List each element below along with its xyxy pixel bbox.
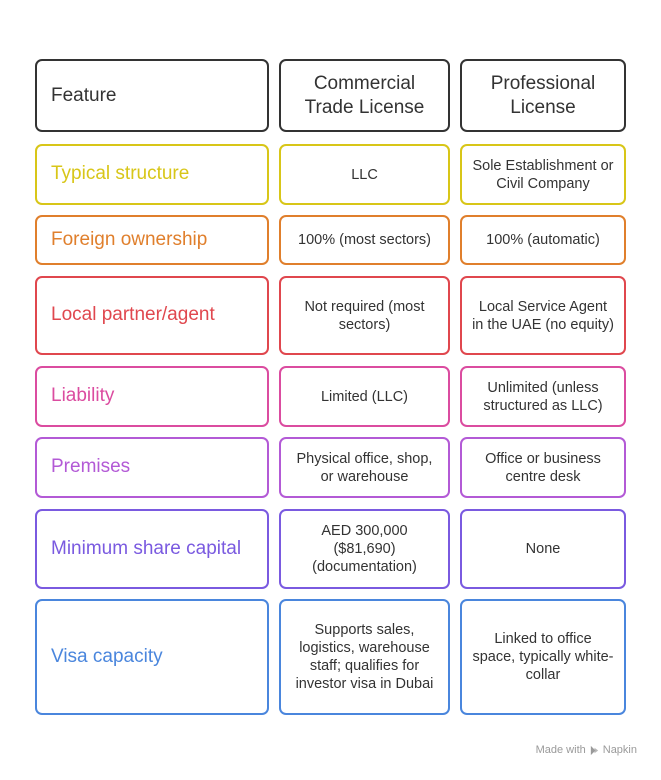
professional-value-cell: Linked to office space, typically white-… — [460, 599, 626, 715]
row-label: Minimum share capital — [51, 537, 242, 559]
commercial-value: LLC — [351, 166, 378, 183]
commercial-value-cell: Not required (most sectors) — [279, 276, 450, 355]
row-label-cell: Local partner/agent — [35, 276, 269, 355]
made-with-napkin-footer[interactable]: Made with Napkin — [536, 744, 637, 756]
commercial-value: Supports sales, logistics, warehouse sta… — [295, 622, 434, 692]
commercial-value-cell: Physical office, shop, or warehouse — [279, 437, 450, 498]
professional-value: Linked to office space, typically white-… — [472, 631, 614, 683]
commercial-value-cell: 100% (most sectors) — [279, 215, 450, 265]
header-commercial-cell: Commercial Trade License — [279, 59, 450, 132]
row-label: Visa capacity — [51, 645, 163, 667]
header-feature-cell: Feature — [35, 59, 269, 132]
header-professional-label: Professional License — [490, 72, 596, 118]
row-label-cell: Typical structure — [35, 144, 269, 205]
commercial-value: Limited (LLC) — [320, 388, 409, 405]
row-label: Foreign ownership — [51, 228, 208, 250]
professional-value-cell: Sole Establishment or Civil Company — [460, 144, 626, 205]
commercial-value-cell: AED 300,000 ($81,690) (documentation) — [279, 509, 450, 589]
napkin-logo-icon — [590, 745, 598, 755]
commercial-value-cell: Limited (LLC) — [279, 366, 450, 427]
row-label: Typical structure — [51, 163, 190, 185]
professional-value-cell: 100% (automatic) — [460, 215, 626, 265]
professional-value: Unlimited (unless structured as LLC) — [483, 379, 603, 414]
row-label-cell: Minimum share capital — [35, 509, 269, 589]
professional-value-cell: Office or business centre desk — [460, 437, 626, 498]
row-label-cell: Premises — [35, 437, 269, 498]
row-label-cell: Foreign ownership — [35, 215, 269, 265]
commercial-value-cell: Supports sales, logistics, warehouse sta… — [279, 599, 450, 715]
professional-value: 100% (automatic) — [486, 232, 600, 248]
commercial-value: Not required (most sectors) — [304, 298, 425, 333]
row-label: Premises — [51, 456, 131, 478]
commercial-value: AED 300,000 ($81,690) (documentation) — [312, 523, 417, 575]
row-label-cell: Liability — [35, 366, 269, 427]
professional-value-cell: Unlimited (unless structured as LLC) — [460, 366, 626, 427]
made-with-label: Made with — [535, 744, 586, 756]
professional-value: Office or business centre desk — [485, 450, 601, 485]
row-label: Local partner/agent — [51, 304, 215, 326]
row-label-cell: Visa capacity — [35, 599, 269, 715]
professional-value-cell: Local Service Agent in the UAE (no equit… — [460, 276, 626, 355]
professional-value: Sole Establishment or Civil Company — [472, 157, 614, 192]
header-commercial-label: Commercial Trade License — [304, 72, 425, 118]
professional-value: None — [525, 541, 561, 557]
commercial-value-cell: LLC — [279, 144, 450, 205]
commercial-value: Physical office, shop, or warehouse — [296, 450, 433, 485]
header-feature-label: Feature — [51, 84, 117, 106]
row-label: Liability — [51, 385, 115, 407]
napkin-brand-label: Napkin — [602, 744, 637, 756]
commercial-value: 100% (most sectors) — [298, 232, 431, 248]
professional-value: Local Service Agent in the UAE (no equit… — [472, 298, 614, 333]
header-professional-cell: Professional License — [460, 59, 626, 132]
professional-value-cell: None — [460, 509, 626, 589]
